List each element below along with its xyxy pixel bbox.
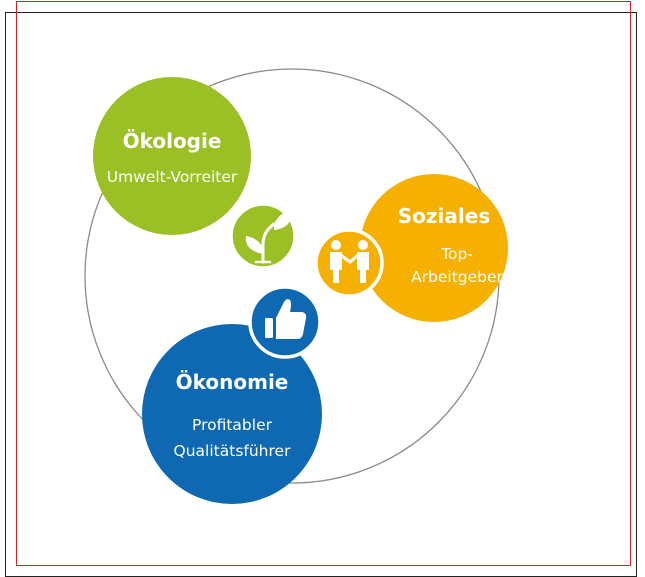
oekonomie-subtitle-line2: Qualitätsführer bbox=[174, 442, 292, 460]
oekologie-bubble: Ökologie Umwelt-Vorreiter bbox=[93, 77, 251, 235]
oekonomie-bubble: Ökonomie Profitabler Qualitätsführer bbox=[142, 324, 322, 504]
soziales-subtitle-line1: Top- bbox=[440, 245, 473, 263]
thumbs-up-icon bbox=[248, 285, 322, 359]
oekonomie-subtitle-line1: Profitabler bbox=[192, 416, 273, 434]
oekonomie-title: Ökonomie bbox=[176, 370, 289, 394]
frame-outline-red bbox=[16, 1, 631, 566]
oekologie-title: Ökologie bbox=[123, 129, 222, 153]
oekologie-subtitle: Umwelt-Vorreiter bbox=[107, 168, 238, 186]
soziales-bubble: Soziales Top- Arbeitgeber bbox=[360, 174, 508, 322]
oekonomie-circle bbox=[142, 324, 322, 504]
soziales-circle bbox=[360, 174, 508, 322]
oekologie-circle bbox=[93, 77, 251, 235]
leaf-sprout-icon bbox=[229, 202, 297, 270]
soziales-title: Soziales bbox=[398, 204, 490, 228]
people-handshake-icon bbox=[314, 228, 384, 298]
soziales-subtitle-line2: Arbeitgeber bbox=[411, 268, 503, 286]
